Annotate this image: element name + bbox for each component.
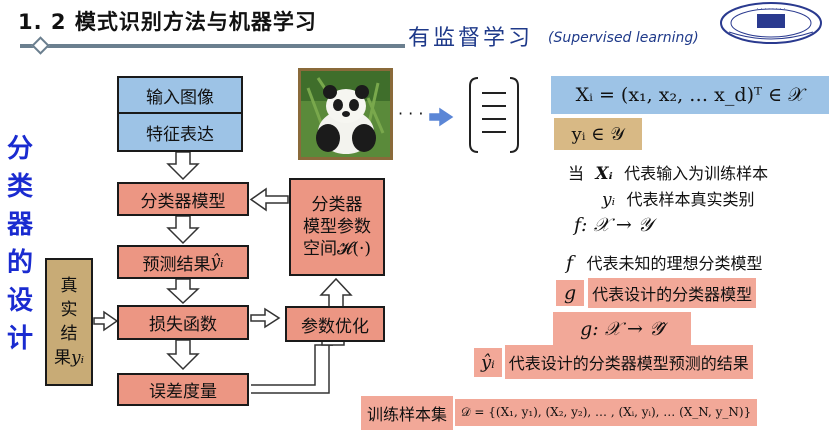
left-arrow-icon	[249, 187, 289, 212]
subtitle-english: (Supervised learning)	[548, 30, 699, 46]
f-meaning: 代表未知的理想分类模型	[586, 254, 763, 273]
xi-definition: Xᵢ = (x₁, x₂, … x_d)ᵀ ∈ 𝒳	[551, 76, 829, 114]
feature-representation-box: 特征表达	[117, 112, 243, 152]
prediction-label: 预测结果	[142, 254, 211, 275]
ground-truth-char: 实	[60, 300, 78, 320]
side-vertical-title: 分 类 器 的 设 计	[5, 130, 35, 358]
loss-function-box: 损失函数	[117, 305, 249, 340]
side-title-char: 类	[6, 172, 33, 202]
right-arrow-icon	[250, 307, 281, 329]
f-meaning-line: f 代表未知的理想分类模型	[566, 250, 762, 274]
prediction-symbol: ŷᵢ	[210, 252, 224, 272]
ground-truth-box: 真 实 结 果yᵢ	[45, 258, 93, 386]
xi-definition-text: Xᵢ = (x₁, x₂, … x_d)ᵀ ∈ 𝒳	[575, 84, 805, 106]
ground-truth-char: 果	[53, 348, 71, 368]
input-image-label: 输入图像	[146, 87, 214, 108]
down-arrow-icon	[166, 151, 200, 181]
error-measure-label: 误差度量	[149, 382, 217, 402]
parameter-space-line: 分类器	[311, 195, 363, 215]
training-set-line: 训练样本集 𝒟 = {(X₁, y₁), (X₂, y₂), … , (Xᵢ, …	[361, 395, 758, 430]
side-title-char: 器	[6, 210, 33, 240]
page-title: 1. 2 模式识别方法与机器学习	[18, 10, 317, 34]
down-arrow-icon	[166, 339, 200, 371]
yi-symbol: yᵢ	[602, 190, 616, 210]
loss-function-label: 损失函数	[149, 315, 217, 335]
down-arrow-icon	[166, 215, 200, 245]
parameter-space-line: 空间	[302, 239, 337, 259]
error-measure-box: 误差度量	[117, 373, 249, 406]
yi-definition-text: yᵢ ∈ 𝒴	[571, 123, 625, 145]
right-arrow-icon	[93, 310, 119, 332]
g-meaning: 代表设计的分类器模型	[588, 278, 757, 308]
yi-meaning: 代表样本真实类别	[626, 190, 755, 209]
feature-representation-label: 特征表达	[146, 124, 214, 145]
ground-truth-char: 真	[60, 276, 78, 296]
right-arrow-icon	[429, 107, 454, 127]
subtitle-chinese: 有监督学习	[408, 26, 534, 51]
yhat-meaning: 代表设计的分类器模型预测的结果	[504, 345, 753, 379]
parameter-space-symbol: 𝓗(·)	[336, 239, 371, 259]
g-mapping: g: 𝒳 → 𝒴̂	[553, 312, 691, 346]
classifier-model-label: 分类器模型	[140, 191, 226, 212]
xi-meaning-line: 当 Xᵢ 代表输入为训练样本	[568, 160, 768, 184]
side-title-char: 的	[6, 248, 33, 278]
parameter-space-box: 分类器 模型参数 空间𝓗(·)	[289, 178, 385, 276]
yhat-symbol: ŷᵢ	[474, 347, 502, 377]
side-title-char: 计	[6, 324, 33, 354]
training-set-formula: 𝒟 = {(X₁, y₁), (X₂, y₂), … , (Xᵢ, yᵢ), ……	[455, 399, 758, 426]
f-mapping: f: 𝒳 → 𝒴	[574, 214, 653, 236]
ellipsis-text: · · ·	[398, 104, 424, 123]
yi-meaning-line: yᵢ 代表样本真实类别	[602, 186, 754, 210]
ground-truth-char: 结	[60, 324, 78, 344]
g-symbol: g	[556, 280, 585, 306]
svg-text:· · · · · · · ·: · · · · · · · ·	[757, 6, 786, 13]
side-title-char: 设	[6, 286, 33, 316]
f-symbol: f	[566, 252, 574, 274]
side-title-char: 分	[6, 134, 33, 164]
xi-symbol: Xᵢ	[595, 164, 613, 184]
title-underline	[20, 44, 405, 48]
training-set-label: 训练样本集	[361, 395, 454, 430]
when-label: 当	[568, 164, 585, 183]
university-seal-logo: · · · · · · · ·	[720, 2, 822, 44]
parameter-optimization-box: 参数优化	[285, 306, 385, 342]
input-image-box: 输入图像	[117, 76, 243, 114]
xi-meaning: 代表输入为训练样本	[624, 164, 769, 183]
ground-truth-symbol: yᵢ	[70, 348, 85, 368]
g-meaning-line: g 代表设计的分类器模型	[556, 278, 757, 308]
yhat-meaning-line: ŷᵢ 代表设计的分类器模型预测的结果	[474, 345, 753, 379]
down-arrow-icon	[166, 278, 200, 305]
yi-definition: yᵢ ∈ 𝒴	[554, 118, 642, 150]
classifier-model-box: 分类器模型	[117, 182, 249, 216]
up-arrow-icon	[319, 277, 353, 308]
parameter-space-line: 模型参数	[303, 217, 371, 237]
panda-photo	[298, 68, 393, 160]
parameter-optimization-label: 参数优化	[301, 316, 369, 337]
